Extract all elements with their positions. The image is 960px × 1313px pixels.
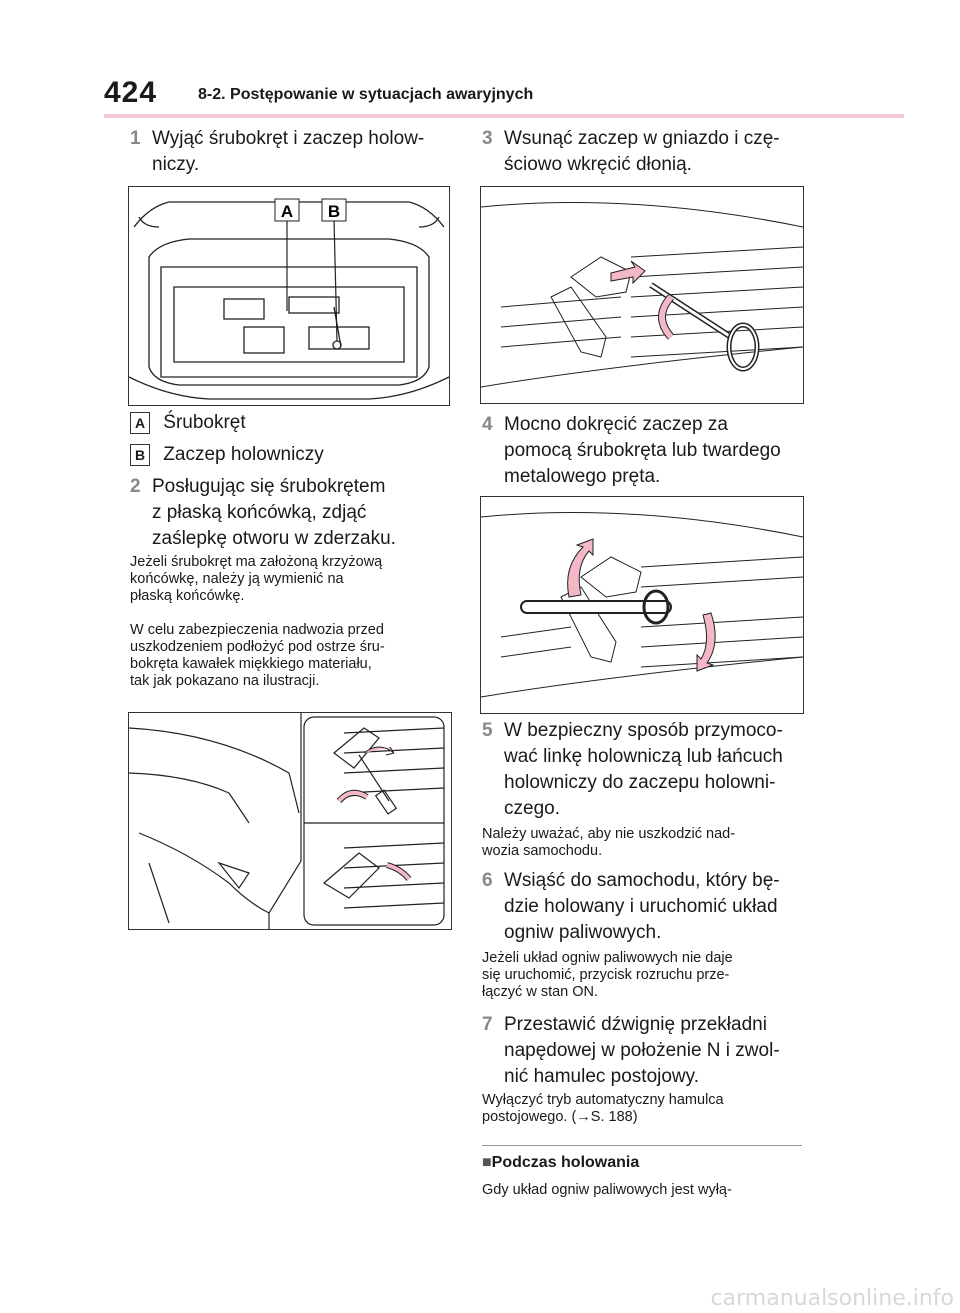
note-line: końcówkę, należy ją wymienić na (130, 571, 344, 587)
figure-tighten-hook (480, 496, 804, 714)
step-text-line: Wsunąć zaczep w gniazdo i czę- (504, 128, 780, 149)
note-line: uszkodzeniem podłożyć pod ostrze śru- (130, 639, 385, 655)
figure-bumper-cap (128, 712, 452, 930)
watermark: carmanualsonline.info (710, 1286, 954, 1311)
note-line: postojowego. (→S. 188) (482, 1109, 638, 1125)
note-line: płaską końcówkę. (130, 588, 245, 604)
step-text-line: wać linkę holowniczą lub łańcuch (504, 746, 783, 767)
step-text-line: Mocno dokręcić zaczep za (504, 414, 728, 435)
square-bullet-icon: ■ (482, 1154, 492, 1171)
bumper-cap-illustration (129, 713, 445, 929)
note-line: Jeżeli układ ogniw paliwowych nie daje (482, 950, 733, 966)
trunk-illustration: A B (129, 198, 449, 400)
step-text-line: z płaską końcówką, zdjąć (152, 502, 367, 523)
legend-text: Śrubokręt (163, 412, 246, 433)
step-number: 4 (482, 414, 493, 435)
note-line: łączyć w stan ON. (482, 984, 599, 1000)
step-4: 4 Mocno dokręcić zaczep za pomocą śrubok… (482, 412, 812, 490)
step-1: 1 Wyjąć śrubokręt i zaczep holow- niczy. (130, 126, 450, 178)
header-rule (104, 114, 904, 118)
step-3: 3 Wsunąć zaczep w gniazdo i czę- ściowo … (482, 126, 812, 178)
note-line: wozia samochodu. (482, 843, 603, 859)
step-text-line: Przestawić dźwignię przekładni (504, 1014, 767, 1035)
step-number: 1 (130, 128, 141, 149)
figure-trunk: A B (128, 186, 450, 406)
note-line: Jeżeli śrubokręt ma założoną krzyżową (130, 554, 383, 570)
step-5: 5 W bezpieczny sposób przymoco- wać link… (482, 718, 812, 822)
subsection-text: Gdy układ ogniw paliwowych jest wyłą- (482, 1182, 732, 1198)
note-line: W celu zabezpieczenia nadwozia przed (130, 622, 384, 638)
step-text-line: zaślepkę otworu w zderzaku. (152, 528, 396, 549)
step-text-line: holowniczy do zaczepu holowni- (504, 772, 776, 793)
subsection-heading: ■Podczas holowania (482, 1154, 639, 1172)
step-number: 7 (482, 1014, 493, 1035)
note-line: bokręta kawałek miękkiego materiału, (130, 656, 372, 672)
note-line: Należy uważać, aby nie uszkodzić nad- (482, 826, 736, 842)
legend-b: B Zaczep holowniczy (130, 444, 324, 466)
note-line: Wyłączyć tryb automatyczny hamulca (482, 1092, 724, 1108)
step-text-line: ogniw paliwowych. (504, 922, 662, 943)
step-text-line: Wyjąć śrubokręt i zaczep holow- (152, 128, 425, 149)
step-2: 2 Posługując się śrubokrętem z płaską ko… (130, 474, 450, 552)
step-number: 6 (482, 870, 493, 891)
subsection-title: Podczas holowania (491, 1154, 640, 1171)
page-number: 424 (104, 76, 158, 109)
tighten-hook-illustration (481, 512, 803, 698)
section-title: 8-2. Postępowanie w sytuacjach awaryjnyc… (198, 86, 534, 103)
note-6: Jeżeli układ ogniw paliwowych nie daje s… (482, 950, 812, 1001)
note-line: tak jak pokazano na ilustracji. (130, 673, 320, 689)
step-number: 2 (130, 476, 141, 497)
step-7: 7 Przestawić dźwignię przekładni napędow… (482, 1012, 812, 1090)
step-text-line: niczy. (152, 154, 200, 175)
step-text-line: dzie holowany i uruchomić układ (504, 896, 778, 917)
section-divider (482, 1145, 802, 1146)
note-5: Należy uważać, aby nie uszkodzić nad- wo… (482, 826, 812, 860)
figure-insert-hook (480, 186, 804, 404)
note-7: Wyłączyć tryb automatyczny hamulca posto… (482, 1092, 812, 1126)
legend-a: A Śrubokręt (130, 412, 246, 434)
step-text-line: ściowo wkręcić dłonią. (504, 154, 692, 175)
step-text-line: W bezpieczny sposób przymoco- (504, 720, 783, 741)
step-text-line: napędowej w położenie N i zwol- (504, 1040, 780, 1061)
figure-label-a: A (281, 202, 293, 221)
note-1: Jeżeli śrubokręt ma założoną krzyżową ko… (130, 554, 460, 605)
legend-key: B (130, 444, 150, 466)
figure-label-b: B (328, 202, 340, 221)
insert-hook-illustration (481, 202, 803, 388)
step-text-line: pomocą śrubokręta lub twardego (504, 440, 781, 461)
legend-key: A (130, 412, 150, 434)
step-text-line: nić hamulec postojowy. (504, 1066, 700, 1087)
legend-text: Zaczep holowniczy (163, 444, 324, 465)
step-number: 5 (482, 720, 493, 741)
step-number: 3 (482, 128, 493, 149)
step-6: 6 Wsiąść do samochodu, który bę- dzie ho… (482, 868, 812, 946)
step-text-line: Wsiąść do samochodu, który bę- (504, 870, 780, 891)
step-text-line: metalowego pręta. (504, 466, 661, 487)
step-text-line: czego. (504, 798, 560, 819)
note-line: się uruchomić, przycisk rozruchu prze- (482, 967, 730, 983)
step-text-line: Posługując się śrubokrętem (152, 476, 386, 497)
note-2: W celu zabezpieczenia nadwozia przed usz… (130, 622, 460, 690)
